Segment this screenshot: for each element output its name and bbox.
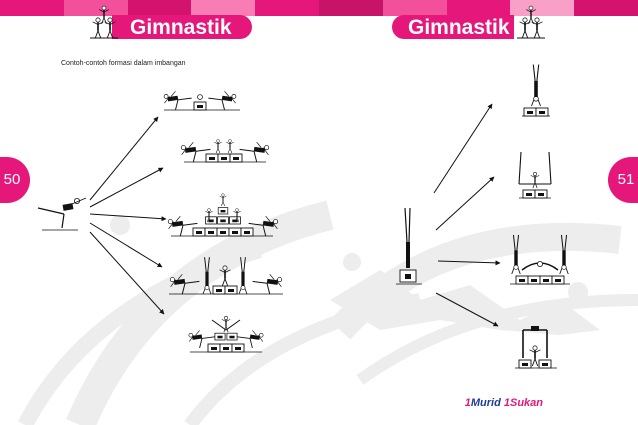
left-page-title: Gimnastik xyxy=(130,16,232,39)
headstand-formation-3 xyxy=(510,234,570,285)
banner-stripe xyxy=(318,0,383,16)
banner-stripe xyxy=(446,0,511,16)
formation-4 xyxy=(169,256,283,295)
formation-3 xyxy=(167,193,279,237)
right-header-bar xyxy=(392,15,514,39)
banner-stripe xyxy=(574,0,638,16)
right-page-title: Gimnastik xyxy=(408,16,510,39)
left-header-bar xyxy=(112,15,252,39)
banner-stripe xyxy=(63,0,128,16)
right-page-number: 51 xyxy=(608,157,638,203)
gymnast-pyramid-icon xyxy=(90,5,118,39)
logo-one-b: 1 xyxy=(503,397,510,409)
1murid-1sukan-logo: 1Murid 1Sukan xyxy=(465,397,543,409)
right-arrows xyxy=(433,103,501,327)
formation-1 xyxy=(163,90,240,111)
headstand-formation-4 xyxy=(515,326,557,369)
banner-stripe xyxy=(127,0,192,16)
left-arrows xyxy=(89,116,167,315)
gymnast-pyramid-icon xyxy=(517,5,545,39)
banner-stripe xyxy=(255,0,319,16)
logo-murid: Murid xyxy=(470,397,501,409)
banner-stripe xyxy=(510,0,575,16)
balance-gymnast-figure xyxy=(37,197,87,231)
background-watermark xyxy=(17,200,638,425)
banner-stripe xyxy=(382,0,447,16)
banner-stripe xyxy=(0,0,64,16)
top-banner xyxy=(0,0,638,16)
logo-sukan: Sukan xyxy=(509,397,543,409)
formation-5 xyxy=(188,315,264,353)
headstand-formation-2 xyxy=(518,151,552,199)
headstand-formation-1 xyxy=(522,64,550,117)
logo-one-a: 1 xyxy=(464,397,471,409)
section-subtitle: Contoh-contoh formasi dalam imbangan xyxy=(61,60,186,67)
headstand-gymnast-figure xyxy=(396,207,422,285)
formation-2 xyxy=(180,139,270,163)
banner-stripe xyxy=(191,0,256,16)
